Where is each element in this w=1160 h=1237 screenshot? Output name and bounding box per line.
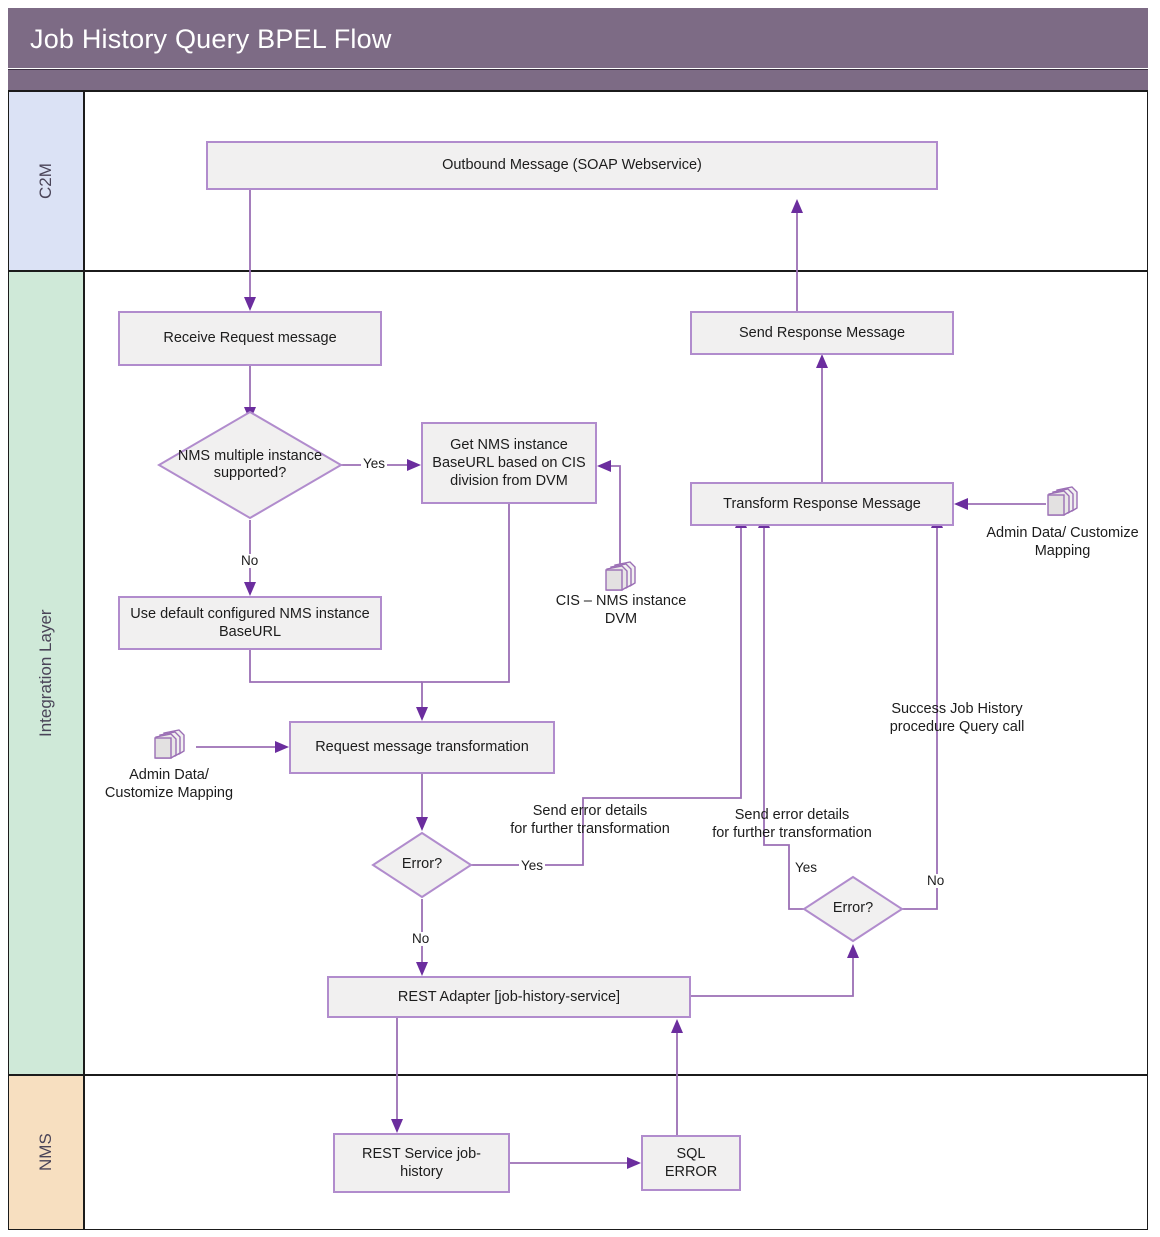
admin-data-left-label: Admin Data/ Customize Mapping: [104, 767, 234, 802]
node-sql-error[interactable]: SQL ERROR: [641, 1135, 741, 1191]
admin-data-right-icon: [1047, 486, 1078, 516]
page-title: Job History Query BPEL Flow: [30, 24, 392, 54]
decision-error-left-label: Error?: [401, 856, 443, 873]
swimlane-integration-label: Integration Layer: [36, 609, 55, 737]
node-request-message-transformation[interactable]: Request message transformation: [289, 721, 555, 774]
node-rest-adapter[interactable]: REST Adapter [job-history-service]: [327, 976, 691, 1018]
diamond-shape: [157, 410, 343, 520]
admin-data-left-icon: [154, 729, 185, 759]
edge-label-yes-nms-instance: Yes: [361, 456, 388, 471]
swimlane-c2m-label: C2M: [36, 163, 55, 199]
diamond-shape: [371, 831, 473, 899]
node-rest-service-job-history[interactable]: REST Service job-history: [333, 1133, 510, 1193]
annotation-send-error-right: Send error details for further transform…: [712, 807, 872, 842]
decision-nms-multiple-instance[interactable]: NMS multiple instance supported?: [157, 410, 343, 520]
admin-data-right-label: Admin Data/ Customize Mapping: [986, 525, 1139, 560]
diamond-shape: [802, 875, 904, 943]
node-send-response-message[interactable]: Send Response Message: [690, 311, 954, 355]
title-underbar: [8, 69, 1148, 91]
edge-label-no-error-left: No: [410, 931, 432, 946]
decision-error-right-label: Error?: [832, 900, 874, 917]
swimlane-c2m-header: C2M: [8, 91, 84, 271]
edge-label-yes-error-left: Yes: [519, 858, 546, 873]
swimlane-nms-header: NMS: [8, 1075, 84, 1230]
cis-nms-dvm-icon: [605, 561, 636, 591]
edge-label-no-nms-instance: No: [239, 553, 261, 568]
edge-label-no-error-right: No: [925, 873, 947, 888]
node-transform-response-message[interactable]: Transform Response Message: [690, 482, 954, 526]
node-receive-request-message[interactable]: Receive Request message: [118, 311, 382, 366]
node-outbound-message[interactable]: Outbound Message (SOAP Webservice): [206, 141, 938, 190]
node-get-nms-instance-baseurl[interactable]: Get NMS instance BaseURL based on CIS di…: [421, 422, 597, 504]
annotation-success-query: Success Job History procedure Query call: [889, 701, 1025, 736]
decision-error-left[interactable]: Error?: [371, 831, 473, 899]
node-use-default-baseurl[interactable]: Use default configured NMS instance Base…: [118, 596, 382, 650]
edge-label-yes-error-right: Yes: [793, 860, 820, 875]
cis-nms-dvm-label: CIS – NMS instance DVM: [555, 593, 687, 628]
swimlane-nms-body: [84, 1075, 1148, 1230]
swimlane-integration-header: Integration Layer: [8, 271, 84, 1075]
annotation-send-error-left: Send error details for further transform…: [510, 803, 670, 838]
swimlane-nms-label: NMS: [36, 1133, 55, 1172]
decision-error-right[interactable]: Error?: [802, 875, 904, 943]
decision-nms-multiple-instance-label: NMS multiple instance supported?: [177, 447, 323, 481]
swimlane-integration-body: [84, 271, 1148, 1075]
title-bar: Job History Query BPEL Flow: [8, 8, 1148, 68]
